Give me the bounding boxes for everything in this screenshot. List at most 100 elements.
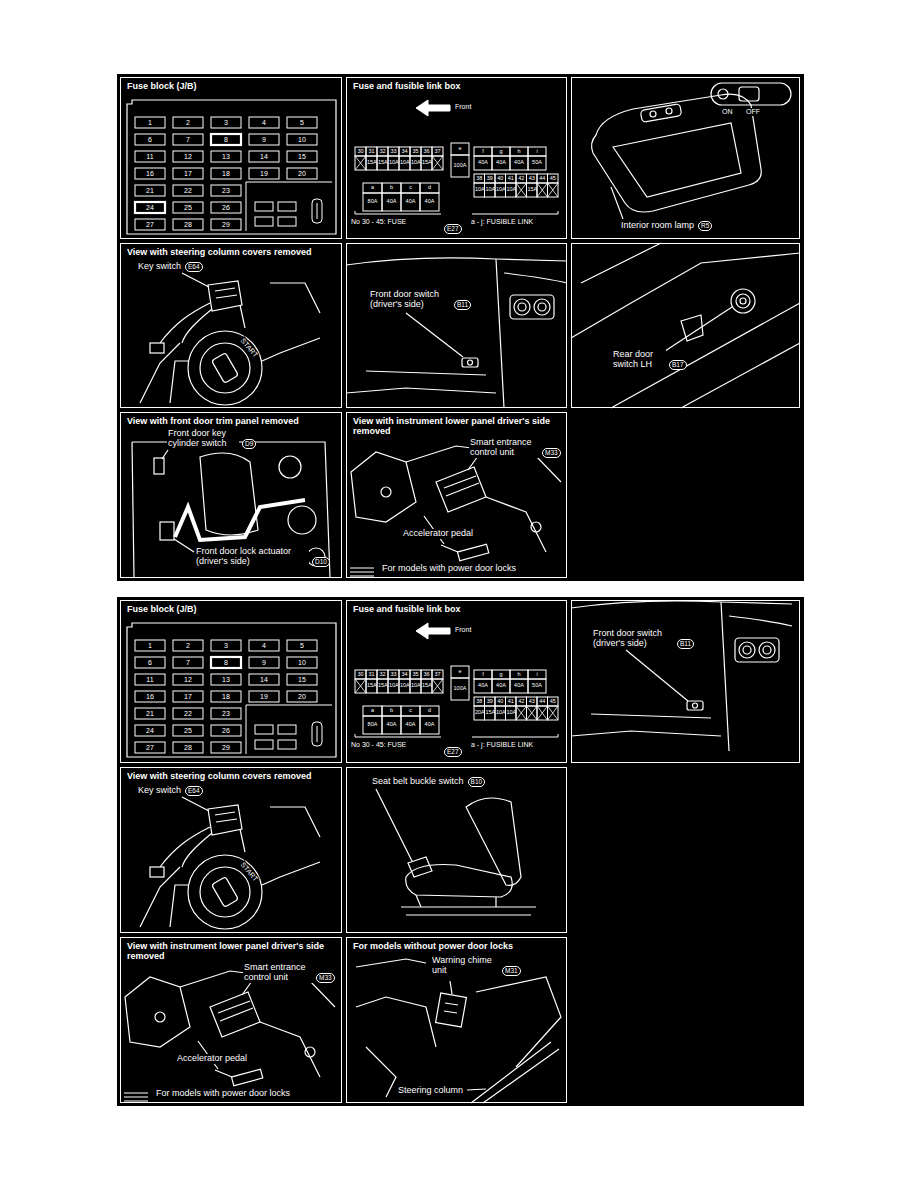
panel-heading: View with instrument lower panel driver'… xyxy=(126,942,338,962)
rear-door-switch-drawing xyxy=(731,289,755,313)
fuse-cell xyxy=(211,742,241,753)
fuse-cell-label: 40A xyxy=(421,199,438,205)
connector-id: M31 xyxy=(502,966,521,976)
callout-label: Front door lock actuator (driver's side) xyxy=(195,547,309,567)
connector-id: B11 xyxy=(454,300,471,310)
fuse-cell xyxy=(173,657,203,668)
fuse-cell-label: 39 xyxy=(486,176,495,182)
fuse-cell xyxy=(421,670,432,679)
callout-label: For models with power door locks xyxy=(155,1089,291,1099)
fuse-cell xyxy=(355,156,366,170)
fuse-cell xyxy=(135,708,165,719)
door-switch-drawing xyxy=(346,258,567,408)
fuse-cell-label: f xyxy=(475,149,491,155)
connector-id: B10 xyxy=(468,777,486,787)
relay-symbol xyxy=(255,740,273,749)
fuse-cell-label: 36 xyxy=(422,149,431,155)
fuse-cell-label: 31 xyxy=(367,672,376,678)
fuse-cell-label: 10A xyxy=(507,710,516,716)
fuse-cell xyxy=(420,716,439,734)
switch-position: OFF xyxy=(745,108,761,116)
chime-drawing xyxy=(356,959,426,967)
fuse-cell xyxy=(135,691,165,702)
fuse-cell xyxy=(135,674,165,685)
fuse-cell xyxy=(211,134,241,145)
seat-drawing xyxy=(376,789,536,915)
fuse-block-outline xyxy=(127,623,336,757)
callout-label: Accelerator pedal xyxy=(402,529,474,539)
fuse-number: 22 xyxy=(174,710,202,717)
fuse-number: 10 xyxy=(288,136,316,143)
fuse-cell xyxy=(173,219,203,230)
relay-symbol xyxy=(278,217,296,226)
fuse-cell-label: 40A xyxy=(402,722,419,728)
fuse-cell-label: 15A xyxy=(378,683,387,689)
fuse-cell xyxy=(173,708,203,719)
fuse-cell-label: 40A xyxy=(383,199,400,205)
view-panel: Fuse and fusible link box xyxy=(346,600,567,763)
fuse-cell-label: 10A xyxy=(496,187,505,193)
fuse-cell xyxy=(287,657,317,668)
chime-drawing xyxy=(450,981,452,994)
fuse-number: 23 xyxy=(212,710,240,717)
fuse-cell xyxy=(432,156,443,170)
fuse-cell xyxy=(211,640,241,651)
fuse-cell xyxy=(382,716,401,734)
fuse-cell xyxy=(135,202,165,213)
fuse-cell-label: 43 xyxy=(528,699,537,705)
fuse-cell-label: e xyxy=(452,146,468,152)
fuse-cell-label: g xyxy=(493,672,509,678)
control-unit-drawing xyxy=(350,446,561,576)
fuse-cell-label: 10A xyxy=(486,187,495,193)
fuse-cell xyxy=(492,147,510,156)
fuse-number: 12 xyxy=(174,676,202,683)
callout-label: Key switch xyxy=(137,262,182,272)
fuse-number: 15 xyxy=(288,676,316,683)
fuse-cell-label: h xyxy=(511,672,527,678)
fuse-cell-label: 15A xyxy=(422,683,431,689)
fuse-cell xyxy=(516,183,527,197)
fuse-cell xyxy=(249,691,279,702)
fuse-cell xyxy=(420,183,439,193)
relay-symbol xyxy=(278,725,296,734)
fuse-number: 5 xyxy=(288,642,316,649)
fuse-cell xyxy=(527,174,538,183)
rear-door-switch-drawing xyxy=(740,298,746,304)
fuse-number: 18 xyxy=(212,170,240,177)
callout-label: Key switch xyxy=(137,786,182,796)
fuse-cell-label: b xyxy=(383,185,400,191)
fuse-number: 17 xyxy=(174,693,202,700)
fuse-cell-label: 80A xyxy=(364,199,381,205)
view-panel: View with steering column covers removed… xyxy=(120,243,342,408)
fuse-cell-label: 100A xyxy=(452,686,468,692)
fuse-cell xyxy=(495,697,506,706)
fuse-number: 14 xyxy=(250,153,278,160)
panel-heading: Fuse and fusible link box xyxy=(352,82,462,92)
note-text: a - j: FUSIBLE LINK xyxy=(470,741,534,749)
control-unit-drawing xyxy=(124,971,335,1101)
fuse-cell xyxy=(135,168,165,179)
fuse-cell xyxy=(211,117,241,128)
fuse-cell xyxy=(363,716,382,734)
room-lamp-drawing xyxy=(613,123,741,197)
panel-heading: Fuse block (J/B) xyxy=(126,605,198,615)
fuse-cell xyxy=(399,670,410,679)
fuse-number: 2 xyxy=(174,119,202,126)
bracket-line xyxy=(355,211,558,214)
fuse-cell-label: 40A xyxy=(475,160,491,166)
fuse-cell xyxy=(135,640,165,651)
door-panel-drawing xyxy=(154,458,164,474)
fuse-number: 1 xyxy=(136,642,164,649)
door-panel-drawing xyxy=(132,442,134,577)
rear-door-switch-drawing xyxy=(571,243,800,408)
fuse-cell-label: 38 xyxy=(475,176,484,182)
room-lamp-drawing xyxy=(711,83,791,105)
fuse-cell xyxy=(211,168,241,179)
rear-door-switch-drawing xyxy=(736,294,750,308)
fuse-cell xyxy=(495,174,506,183)
fuse-number: 24 xyxy=(136,204,164,211)
fuse-cell-label: a xyxy=(364,185,381,191)
fuse-cell xyxy=(363,706,382,716)
fuse-cell-label: 32 xyxy=(378,149,387,155)
